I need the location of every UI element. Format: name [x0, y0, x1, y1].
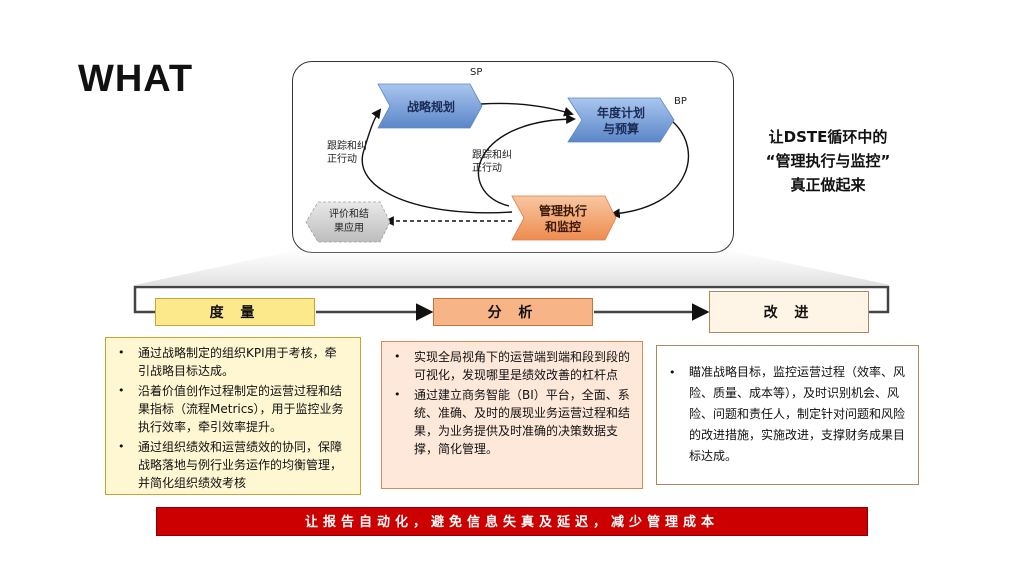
dste-tagline: 让DSTE循环中的 “管理执行与监控” 真正做起来	[748, 125, 908, 197]
annual-plan-label: 年度计划 与预算	[580, 105, 662, 137]
track-mid-line1: 跟踪和纠	[472, 150, 512, 161]
flow-line-bp-to-execution	[610, 120, 690, 219]
flow-line-execution-to-plan	[477, 114, 576, 207]
flow-line-strategy-to-plan	[480, 102, 574, 117]
bp-label: BP	[674, 96, 687, 107]
analyze-bullet-2: 通过建立商务智能（BI）平台，全面、系统、准确、及时的展现业务运营过程和结果，为…	[392, 386, 630, 458]
measure-bullet-3: 通过组织绩效和运营绩效的协同，保障战略落地与例行业务运作的均衡管理，并简化组织绩…	[116, 438, 348, 492]
tagline-line1: 让DSTE循环中的	[768, 128, 888, 146]
tagline-line3: 真正做起来	[790, 176, 866, 194]
improve-panel: 瞄准战略目标，监控运营过程（效率、风险、质量、成本等），及时识别机会、风险、问题…	[656, 345, 919, 485]
evaluation-application-shape	[305, 201, 391, 243]
analyze-bullet-1: 实现全局视角下的运营端到端和段到段的可视化，发现哪里是绩效改善的杠杆点	[392, 348, 630, 384]
sp-label: SP	[470, 67, 483, 78]
flow-line-execution-to-strategy	[361, 108, 513, 214]
track-mid-line2: 正行动	[472, 163, 502, 174]
strategy-planning-label: 战略规划	[406, 100, 455, 114]
evaluation-line2: 果应用	[334, 223, 364, 234]
stage-improve: 改 进	[709, 291, 869, 333]
strategy-planning-chevron	[377, 83, 483, 129]
execution-monitoring-chevron	[511, 195, 617, 241]
stage-measure: 度 量	[155, 298, 315, 326]
measure-bullet-1: 通过战略制定的组织KPI用于考核，牵引战略目标达成。	[116, 344, 348, 380]
annual-plan-line2: 与预算	[602, 122, 639, 136]
page-title: WHAT	[78, 58, 194, 100]
zoom-fan-shape	[135, 251, 890, 285]
execution-monitoring-label: 管理执行 和监控	[522, 203, 604, 235]
bottom-banner: 让报告自动化，避免信息失真及延迟，减少管理成本	[156, 507, 868, 536]
stage-analyze: 分 析	[433, 298, 593, 326]
evaluation-line1: 评价和结	[329, 209, 369, 220]
evaluation-application-label: 评价和结 果应用	[318, 208, 380, 236]
execution-line1: 管理执行	[538, 204, 587, 218]
loop-bracket-left	[133, 285, 440, 314]
track-left-line1: 跟踪和纠	[327, 141, 367, 152]
analyze-panel: 实现全局视角下的运营端到端和段到段的可视化，发现哪里是绩效改善的杠杆点 通过建立…	[381, 341, 643, 489]
track-left-line2: 正行动	[327, 154, 357, 165]
tagline-line2: “管理执行与监控”	[765, 152, 891, 170]
annual-plan-chevron	[567, 97, 675, 143]
execution-line2: 和监控	[544, 220, 581, 234]
annual-plan-line1: 年度计划	[596, 106, 645, 120]
loop-bracket-right	[440, 285, 890, 314]
track-correct-left-label: 跟踪和纠 正行动	[327, 140, 367, 166]
measure-bullet-2: 沿着价值创作过程制定的运营过程和结果指标（流程Metrics），用于监控业务执行…	[116, 382, 348, 436]
measure-panel: 通过战略制定的组织KPI用于考核，牵引战略目标达成。 沿着价值创作过程制定的运营…	[105, 337, 361, 495]
track-correct-mid-label: 跟踪和纠 正行动	[472, 149, 512, 175]
improve-bullet-1: 瞄准战略目标，监控运营过程（效率、风险、质量、成本等），及时识别机会、风险、问题…	[667, 362, 906, 467]
